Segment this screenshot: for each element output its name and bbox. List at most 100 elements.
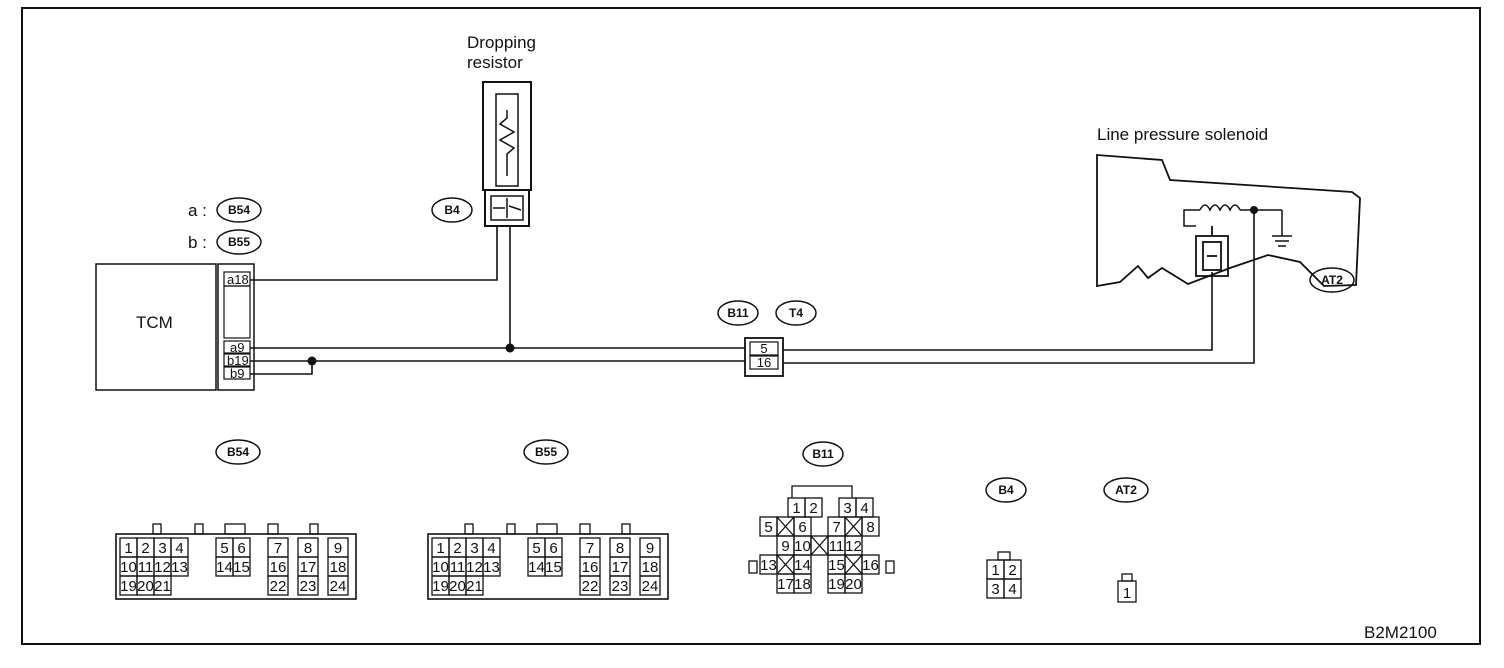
pin-b55-8: 8: [616, 540, 624, 557]
svg-text:AT2: AT2: [1321, 273, 1343, 287]
solenoid-junction: [1250, 206, 1258, 214]
junction-connector-b11-t4: [744, 337, 784, 377]
pin-b54-20: 20: [137, 578, 154, 595]
pin-b4-3: 3: [991, 581, 999, 598]
tag-t4-junction: T4: [775, 300, 817, 326]
pin-b54-22: 22: [270, 578, 287, 595]
pin-b54-9: 9: [334, 540, 342, 557]
solenoid-coil-icon: [1183, 204, 1292, 247]
pin-b55-11: 11: [450, 559, 466, 576]
pin-b11-15: 15: [828, 557, 845, 574]
dropping-resistor-label-line2: resistor: [467, 53, 523, 72]
pin-b54-16: 16: [270, 559, 287, 576]
pin-b55-21: 21: [466, 578, 483, 595]
tag-b54-face: B54: [215, 439, 261, 465]
pin-b54-18: 18: [330, 559, 347, 576]
pin-b54-21: 21: [154, 578, 171, 595]
pin-b55-3: 3: [470, 540, 478, 557]
pin-b11-2: 2: [809, 500, 817, 517]
pin-b11-1: 1: [792, 500, 800, 517]
pin-b11-6: 6: [798, 519, 806, 536]
junction-pin-5: 5: [760, 341, 767, 356]
figure-code: B2M2100: [1364, 623, 1437, 642]
tcm-pin-a18: a18: [227, 272, 249, 287]
tcm-label: TCM: [136, 313, 173, 332]
pin-b54-3: 3: [158, 540, 166, 557]
pin-b55-4: 4: [487, 540, 495, 557]
pin-b54-14: 14: [216, 559, 233, 576]
tag-b11-face: B11: [802, 441, 844, 467]
tag-b11-junction: B11: [717, 300, 759, 326]
pin-b55-23: 23: [612, 578, 629, 595]
tcm-pin-b9: b9: [230, 366, 244, 381]
svg-text:B4: B4: [444, 203, 460, 217]
pin-b54-2: 2: [141, 540, 149, 557]
pin-b4-4: 4: [1008, 581, 1016, 598]
pin-b55-7: 7: [586, 540, 594, 557]
line-pressure-solenoid-label: Line pressure solenoid: [1097, 125, 1268, 144]
pin-b11-16: 16: [862, 557, 879, 574]
tag-at2-face: AT2: [1103, 477, 1149, 503]
pin-b55-18: 18: [642, 559, 659, 576]
pin-b55-9: 9: [646, 540, 654, 557]
pin-b54-8: 8: [304, 540, 312, 557]
pin-b11-13: 13: [760, 557, 777, 574]
pin-b55-17: 17: [612, 559, 629, 576]
svg-text:B54: B54: [227, 445, 249, 459]
pin-b11-20: 20: [845, 576, 862, 593]
pin-b55-20: 20: [449, 578, 466, 595]
svg-text:B54: B54: [228, 203, 250, 217]
pin-b11-11: 11: [829, 538, 845, 555]
pin-b55-1: 1: [436, 540, 444, 557]
pin-b11-9: 9: [781, 538, 789, 555]
pin-b54-12: 12: [154, 559, 171, 576]
pin-b54-24: 24: [330, 578, 347, 595]
pin-b11-14: 14: [794, 557, 811, 574]
pin-b11-3: 3: [843, 500, 851, 517]
pin-at2-1: 1: [1123, 585, 1131, 602]
tag-b55-ref: B55: [216, 229, 262, 255]
tag-at2-solenoid: AT2: [1309, 267, 1355, 293]
pin-b54-11: 11: [138, 559, 154, 576]
pin-b55-5: 5: [532, 540, 540, 557]
pin-b55-16: 16: [582, 559, 599, 576]
pin-b4-1: 1: [991, 562, 999, 579]
pin-b11-5: 5: [764, 519, 772, 536]
pin-b54-7: 7: [274, 540, 282, 557]
pin-b54-23: 23: [300, 578, 317, 595]
pin-b55-19: 19: [432, 578, 449, 595]
pin-b55-6: 6: [549, 540, 557, 557]
pin-b11-7: 7: [832, 519, 840, 536]
pin-b55-24: 24: [642, 578, 659, 595]
pin-b4-2: 2: [1008, 562, 1016, 579]
tag-b55-face: B55: [523, 439, 569, 465]
pin-b54-1: 1: [124, 540, 132, 557]
pin-b55-15: 15: [545, 559, 562, 576]
tag-b54-ref: B54: [216, 197, 262, 223]
pin-b54-13: 13: [171, 559, 188, 576]
svg-text:T4: T4: [789, 306, 803, 320]
tcm-pin-b19: b19: [227, 353, 249, 368]
pin-b11-17: 17: [777, 576, 794, 593]
pin-b11-10: 10: [794, 538, 811, 555]
svg-text:B4: B4: [998, 483, 1014, 497]
junction-pin-16: 16: [757, 355, 771, 370]
pin-b11-8: 8: [866, 519, 874, 536]
solenoid-connector: [1195, 226, 1229, 277]
svg-text:AT2: AT2: [1115, 483, 1137, 497]
pin-b11-12: 12: [845, 538, 862, 555]
svg-text:B11: B11: [812, 447, 834, 461]
transmission-housing: [1096, 154, 1361, 288]
pin-b11-4: 4: [860, 500, 868, 517]
pin-b54-15: 15: [233, 559, 250, 576]
splice-point: [505, 343, 515, 353]
svg-text:B11: B11: [727, 306, 749, 320]
pin-b54-6: 6: [237, 540, 245, 557]
pin-b55-14: 14: [528, 559, 545, 576]
pin-b54-4: 4: [175, 540, 183, 557]
pin-b55-13: 13: [483, 559, 500, 576]
